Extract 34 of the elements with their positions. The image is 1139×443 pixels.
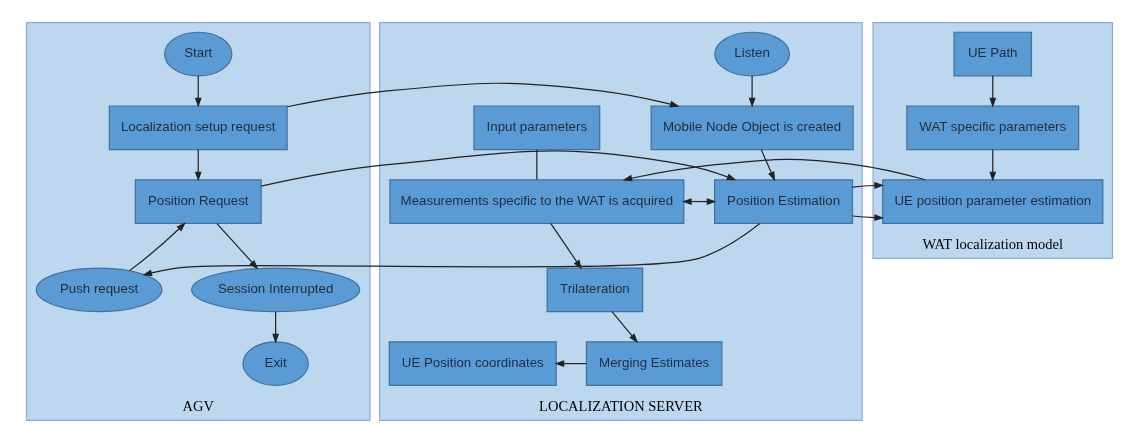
arrow [194,75,202,108]
node-ellipse: Start [164,31,233,77]
arrow [550,222,582,270]
node-box: WAT specific parameters [906,105,1080,151]
arrow [129,222,186,272]
node-box: Input parameters [473,105,601,151]
node-box: Localization setup request [108,105,288,151]
node-box: Measurements specific to the WAT is acquired [389,179,685,224]
arrow [989,75,997,108]
node-ellipse: Exit [242,341,309,386]
node-box: UE Path [953,31,1033,77]
arrow [194,149,202,182]
arrow [286,82,680,108]
node-box: Trilateration [546,267,644,313]
node-box: Merging Estimates [585,341,723,386]
arrow [748,75,756,108]
arrow [554,360,587,367]
arrow [622,158,926,182]
arrow [216,222,259,270]
arrow [260,150,737,187]
node-ellipse: Listen [714,31,790,77]
node-box: Position Request [134,179,262,224]
arrow [272,311,280,344]
arrow [852,182,884,221]
arrow [760,149,776,182]
connector [536,149,538,181]
node-box: UE position parameter estimation [882,179,1104,224]
node-ellipse: Session Interrupted [190,267,361,313]
arrow [989,149,997,182]
node-box: Mobile Node Object is created [650,105,854,151]
node-box: Position Estimation [714,179,854,224]
node-box: UE Position coordinates [388,341,557,386]
arrow [611,311,639,343]
arrow [142,223,761,277]
